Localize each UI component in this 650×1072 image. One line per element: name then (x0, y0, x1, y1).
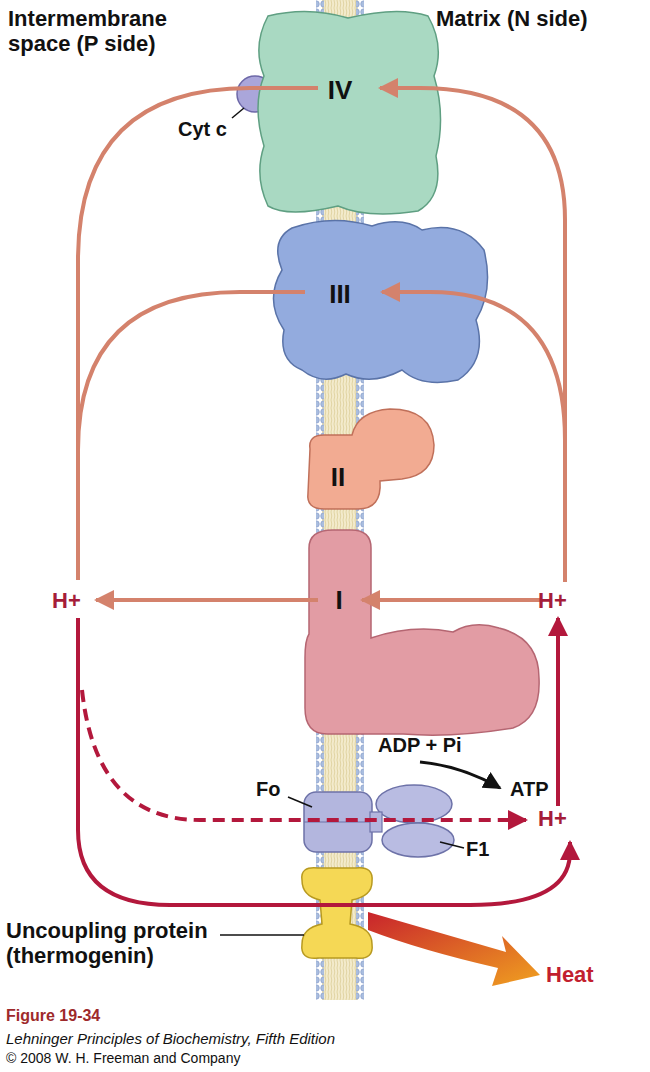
complex-i: I (303, 528, 543, 738)
complex-number: II (331, 462, 345, 493)
source-note: Lehninger Principles of Biochemistry, Fi… (6, 1030, 335, 1047)
region-heading: Matrix (N side) (436, 6, 588, 31)
complex-number: III (329, 279, 351, 310)
protein-name: Uncoupling protein (thermogenin) (6, 918, 246, 969)
proton-label: H+ (52, 588, 81, 613)
region-heading: Intermembrane space (P side) (8, 6, 208, 57)
figure-caption: Figure 19-34 (6, 1007, 100, 1025)
complex-shape (248, 6, 446, 218)
protein-name: Cyt c (178, 118, 227, 141)
complex-shape (262, 210, 492, 388)
copyright-note: © 2008 W. H. Freeman and Company (6, 1050, 240, 1066)
substrate-label: ADP + Pi (378, 734, 462, 757)
complex-shape (298, 405, 438, 513)
proton-label: H+ (538, 806, 567, 831)
complex-number: IV (328, 75, 353, 106)
complex-ii: II (298, 405, 438, 513)
product-label: ATP (510, 778, 549, 801)
complex-iv: IV (248, 6, 446, 218)
part-name: F1 (466, 838, 489, 861)
complex-number: I (335, 585, 342, 616)
complex-iii: III (262, 210, 492, 388)
part-name: Fo (256, 778, 280, 801)
output-label: Heat (546, 962, 594, 987)
complex-shape (303, 528, 543, 738)
proton-label: H+ (538, 588, 567, 613)
